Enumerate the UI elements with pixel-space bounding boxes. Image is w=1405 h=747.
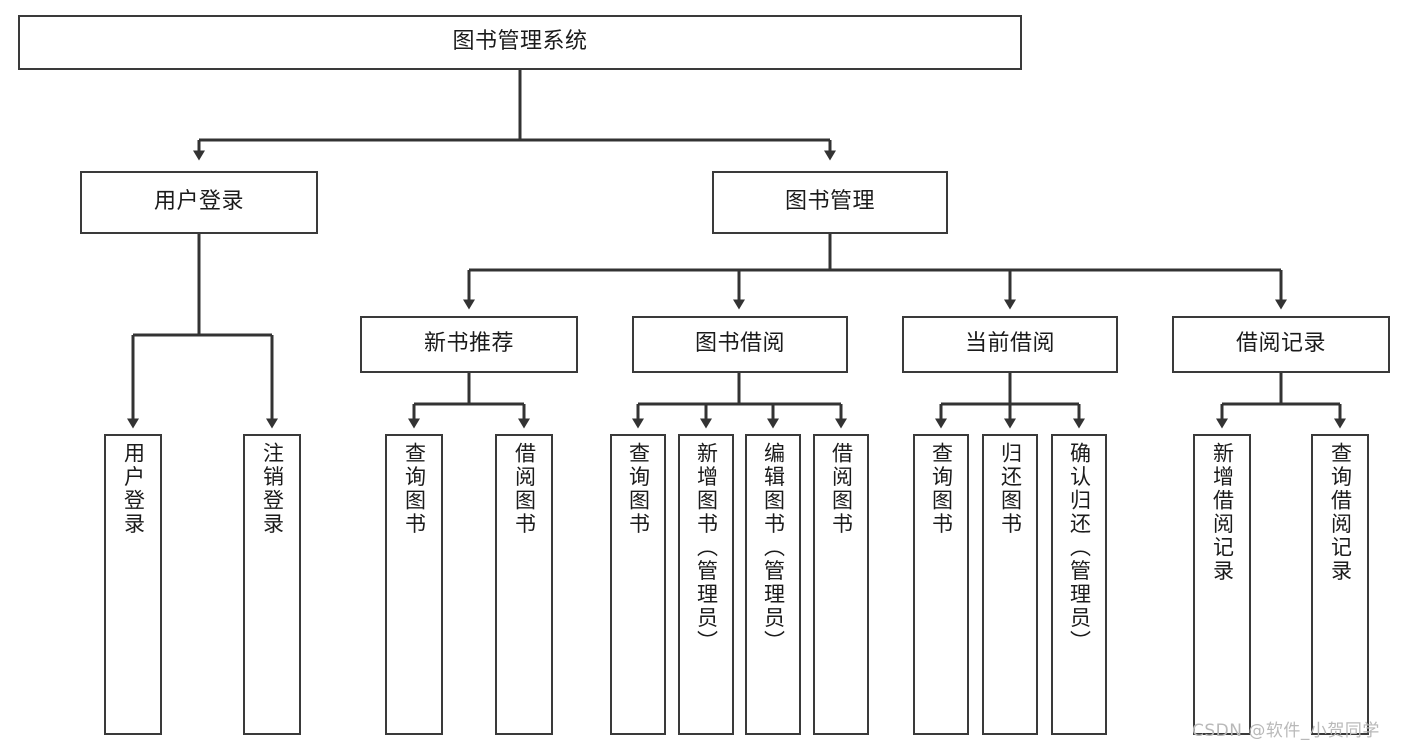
leaf-query-book-borrow[interactable]: 查询图书 (610, 434, 666, 735)
leaf-confirm-return-admin[interactable]: 确认归还（管理员） (1051, 434, 1107, 735)
leaf-add-book-admin[interactable]: 新增图书（管理员） (678, 434, 734, 735)
node-label: 确认归还（管理员） (1067, 442, 1092, 654)
leaf-return-book[interactable]: 归还图书 (982, 434, 1038, 735)
node-label: 查询借阅记录 (1328, 442, 1353, 583)
node-current-borrow[interactable]: 当前借阅 (902, 316, 1118, 373)
node-label: 新增图书（管理员） (694, 442, 719, 654)
leaf-borrow-book-borrow[interactable]: 借阅图书 (813, 434, 869, 735)
node-label: 用户登录 (153, 189, 244, 215)
node-new-book-recommend[interactable]: 新书推荐 (360, 316, 578, 373)
node-book-borrow[interactable]: 图书借阅 (632, 316, 848, 373)
node-system-root[interactable]: 图书管理系统 (18, 15, 1022, 70)
node-label: 注销登录 (260, 442, 285, 536)
node-label: 借阅记录 (1235, 331, 1326, 357)
leaf-logout-login[interactable]: 注销登录 (243, 434, 301, 735)
node-user-login[interactable]: 用户登录 (80, 171, 318, 234)
node-label: 图书借阅 (694, 331, 785, 357)
node-label: 当前借阅 (964, 331, 1055, 357)
node-label: 新书推荐 (423, 331, 514, 357)
csdn-watermark: CSDN @软件_小贺同学 (1192, 721, 1380, 741)
node-label: 图书管理系统 (452, 29, 588, 55)
leaf-query-book-current[interactable]: 查询图书 (913, 434, 969, 735)
leaf-query-borrow-record[interactable]: 查询借阅记录 (1311, 434, 1369, 735)
node-label: 编辑图书（管理员） (761, 442, 786, 654)
node-label: 归还图书 (998, 442, 1023, 536)
node-borrow-record[interactable]: 借阅记录 (1172, 316, 1390, 373)
node-label: 用户登录 (121, 442, 146, 536)
node-label: 查询图书 (929, 442, 954, 536)
node-label: 图书管理 (784, 189, 875, 215)
node-label: 借阅图书 (512, 442, 537, 536)
leaf-edit-book-admin[interactable]: 编辑图书（管理员） (745, 434, 801, 735)
leaf-borrow-book-recommend[interactable]: 借阅图书 (495, 434, 553, 735)
node-label: 新增借阅记录 (1210, 442, 1235, 583)
node-label: 借阅图书 (829, 442, 854, 536)
node-book-management[interactable]: 图书管理 (712, 171, 948, 234)
node-label: 查询图书 (626, 442, 651, 536)
leaf-query-book-recommend[interactable]: 查询图书 (385, 434, 443, 735)
node-label: 查询图书 (402, 442, 427, 536)
leaf-user-login[interactable]: 用户登录 (104, 434, 162, 735)
leaf-add-borrow-record[interactable]: 新增借阅记录 (1193, 434, 1251, 735)
